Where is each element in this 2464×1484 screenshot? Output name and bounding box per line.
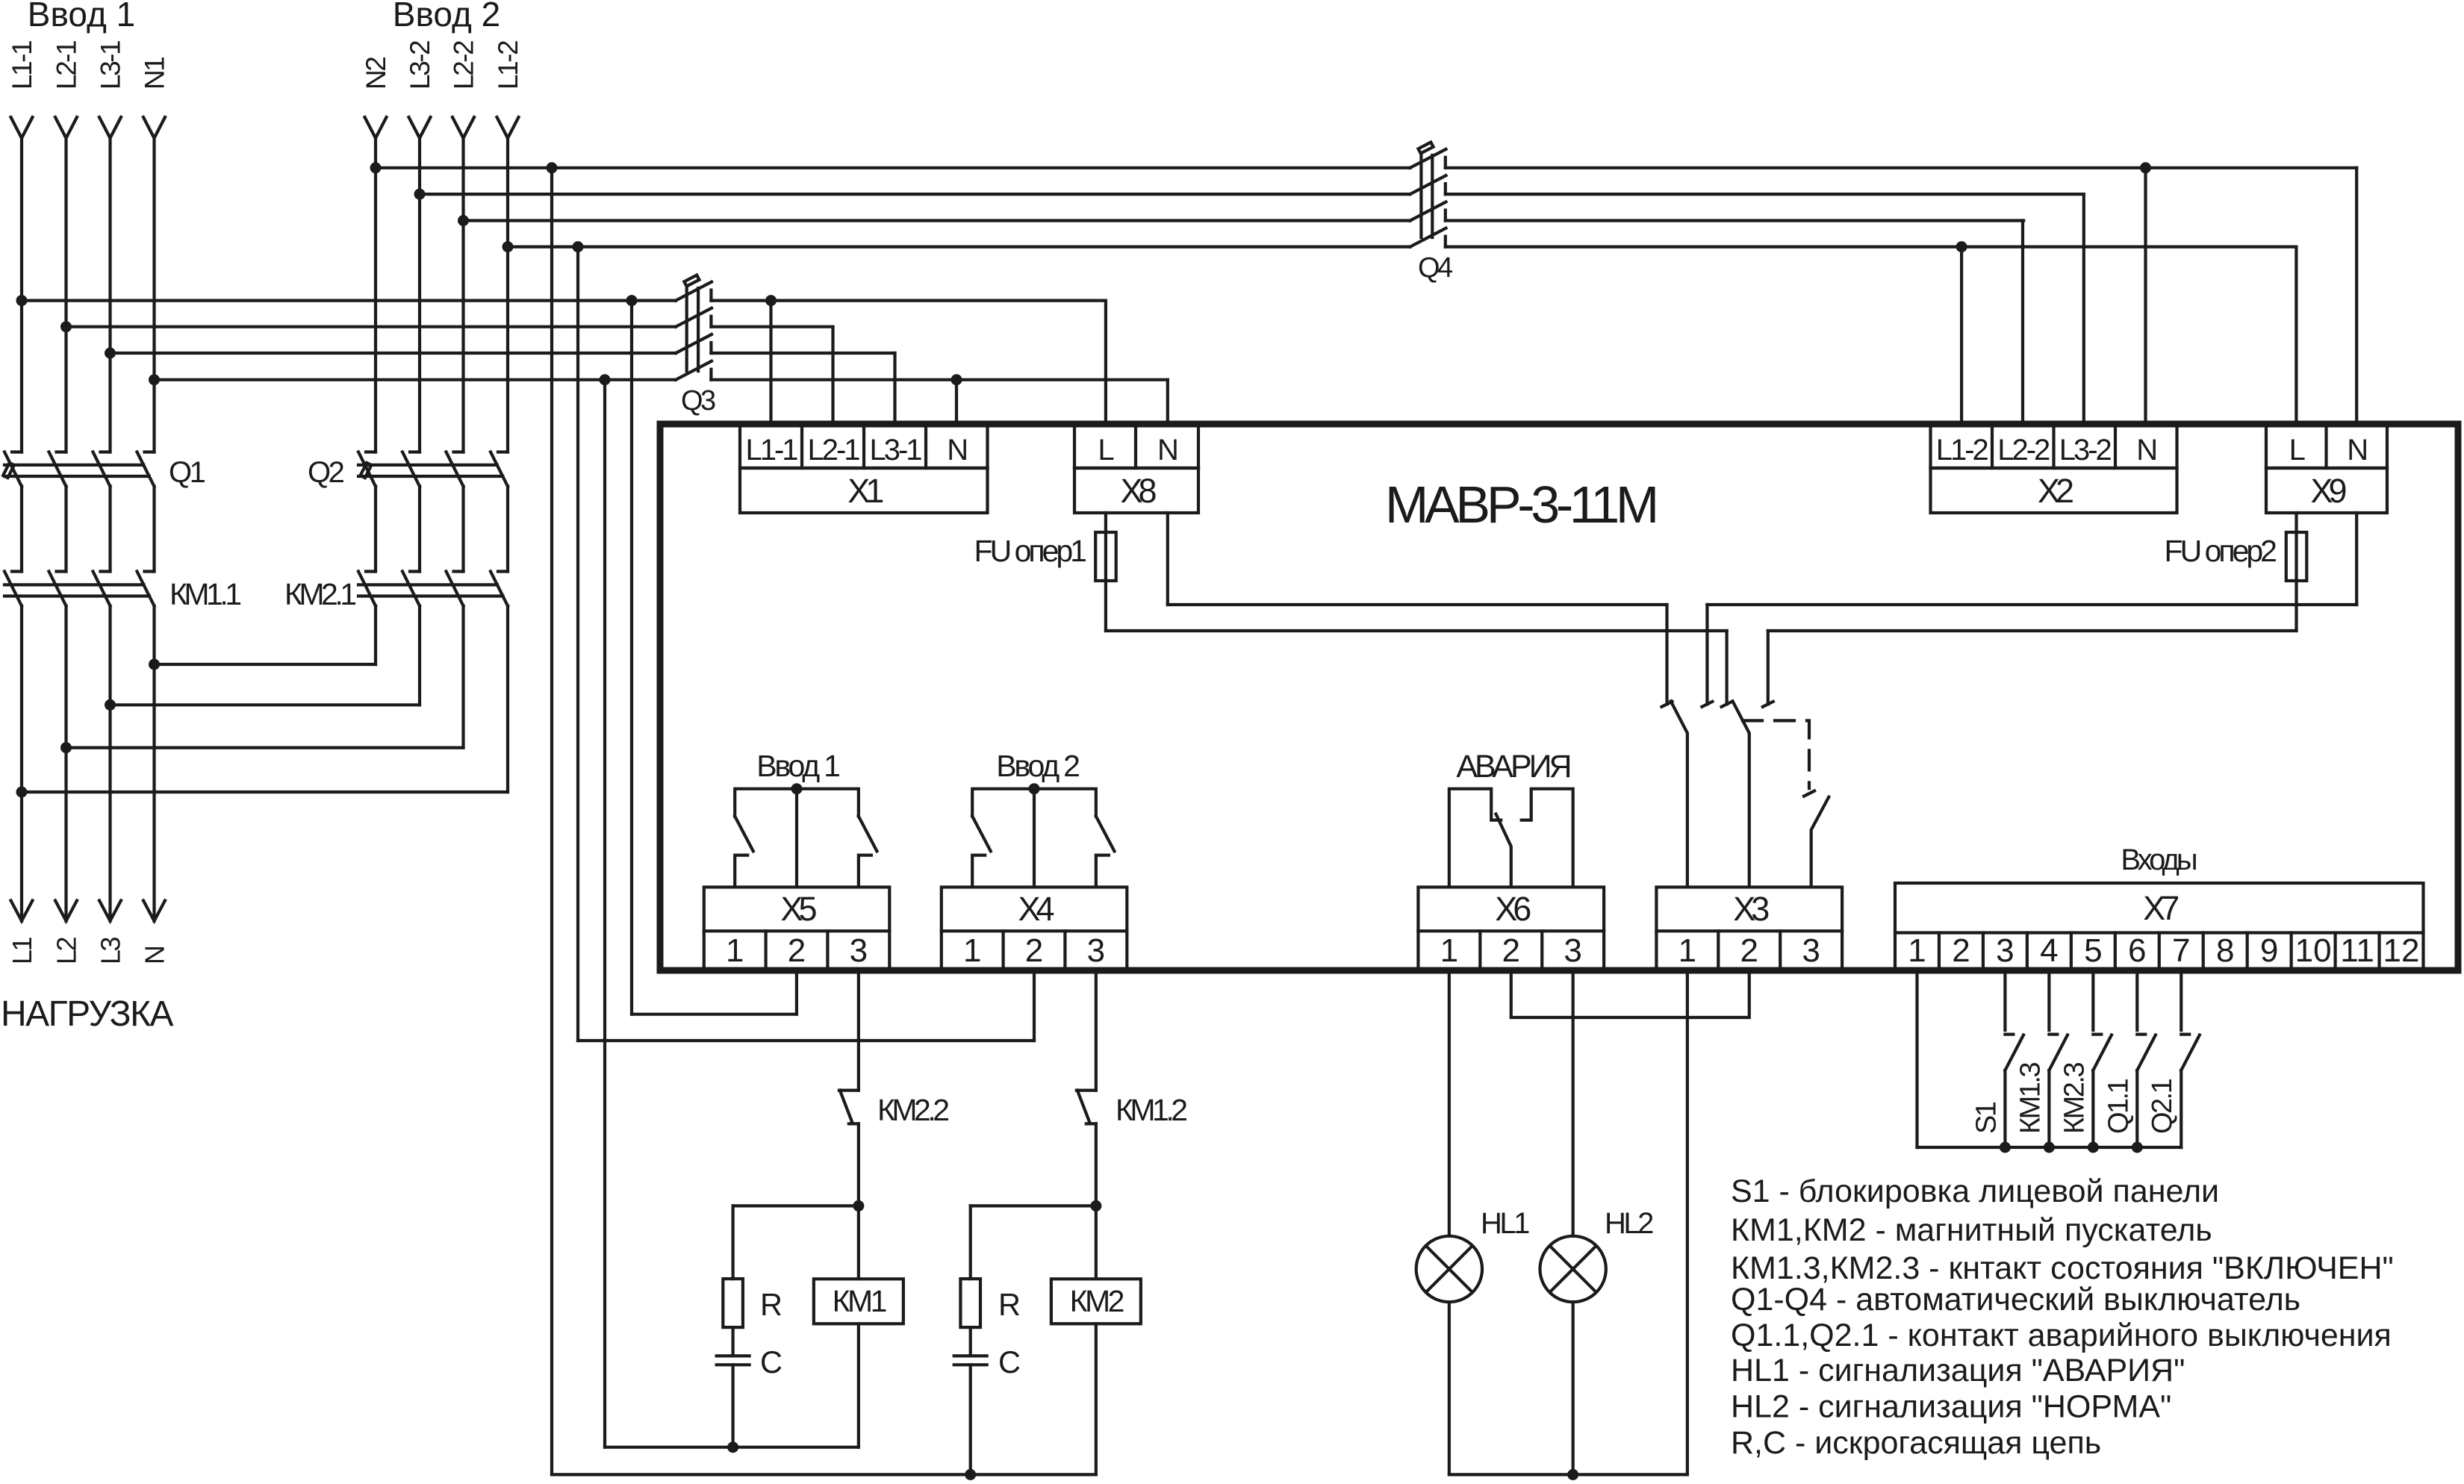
svg-text:КМ1,КМ2 - магнитный пускатель: КМ1,КМ2 - магнитный пускатель — [1731, 1212, 2212, 1248]
svg-text:L3: L3 — [96, 937, 126, 964]
svg-text:X6: X6 — [1495, 890, 1531, 928]
svg-text:1: 1 — [1679, 932, 1696, 969]
svg-text:1: 1 — [726, 932, 744, 969]
svg-text:КМ1.1: КМ1.1 — [169, 577, 240, 611]
svg-text:2: 2 — [1502, 932, 1520, 969]
svg-text:1: 1 — [963, 932, 981, 969]
svg-text:L1: L1 — [7, 937, 37, 964]
svg-text:КМ2: КМ2 — [1070, 1284, 1124, 1318]
svg-text:X4: X4 — [1018, 890, 1054, 928]
svg-text:11: 11 — [2340, 932, 2374, 969]
svg-text:2: 2 — [1025, 932, 1043, 969]
svg-text:Ввод 1: Ввод 1 — [28, 0, 135, 34]
svg-text:Q2: Q2 — [308, 456, 344, 489]
svg-text:L3-1: L3-1 — [869, 434, 921, 467]
svg-text:X8: X8 — [1120, 472, 1156, 510]
svg-text:FU опер2: FU опер2 — [2165, 534, 2277, 568]
svg-text:L3-2: L3-2 — [405, 41, 435, 90]
svg-text:Q3: Q3 — [681, 385, 715, 417]
svg-text:Входы: Входы — [2121, 844, 2195, 876]
svg-text:N: N — [947, 434, 966, 467]
svg-text:S1: S1 — [1970, 1102, 2002, 1134]
svg-text:7: 7 — [2172, 932, 2190, 969]
svg-text:R: R — [998, 1287, 1021, 1322]
svg-text:АВАРИЯ: АВАРИЯ — [1456, 749, 1569, 785]
svg-text:КМ1: КМ1 — [833, 1284, 886, 1318]
svg-text:5: 5 — [2084, 932, 2102, 969]
svg-text:3: 3 — [850, 932, 868, 969]
svg-text:L1-2: L1-2 — [493, 41, 523, 90]
svg-text:N: N — [140, 947, 170, 964]
svg-text:HL2 - сигнализация "НОРМА": HL2 - сигнализация "НОРМА" — [1731, 1389, 2171, 1425]
svg-text:Q1.1: Q1.1 — [2103, 1079, 2134, 1134]
svg-text:X1: X1 — [847, 472, 883, 510]
svg-text:Ввод 1: Ввод 1 — [756, 749, 839, 783]
svg-text:12: 12 — [2383, 932, 2420, 969]
svg-text:Q1-Q4 - автоматический выключа: Q1-Q4 - автоматический выключатель — [1731, 1282, 2300, 1318]
svg-text:N: N — [2136, 434, 2156, 467]
svg-text:N: N — [1157, 434, 1177, 467]
svg-text:X2: X2 — [2038, 472, 2073, 510]
svg-text:Q1.1,Q2.1 - контакт аварийного: Q1.1,Q2.1 - контакт аварийного выключени… — [1731, 1318, 2392, 1353]
svg-text:6: 6 — [2128, 932, 2146, 969]
svg-text:C: C — [760, 1344, 783, 1379]
svg-text:L: L — [2289, 434, 2305, 467]
svg-text:КМ1.3,КМ2.3 - кнтакт состояния: КМ1.3,КМ2.3 - кнтакт состояния "ВКЛЮЧЕН" — [1731, 1250, 2394, 1286]
svg-text:L2-1: L2-1 — [807, 434, 859, 467]
svg-text:R: R — [760, 1287, 783, 1322]
svg-text:Ввод 2: Ввод 2 — [996, 749, 1079, 783]
svg-text:8: 8 — [2216, 932, 2234, 969]
svg-text:N: N — [2347, 434, 2366, 467]
svg-text:10: 10 — [2295, 932, 2332, 969]
svg-text:НАГРУЗКА: НАГРУЗКА — [1, 994, 174, 1034]
svg-text:X3: X3 — [1733, 890, 1769, 928]
svg-text:2: 2 — [1740, 932, 1758, 969]
svg-text:L2-2: L2-2 — [449, 41, 479, 90]
svg-text:Ввод 2: Ввод 2 — [393, 0, 500, 34]
svg-text:КМ2.1: КМ2.1 — [284, 577, 355, 611]
svg-text:S1 - блокировка лицевой панели: S1 - блокировка лицевой панели — [1731, 1173, 2219, 1209]
svg-text:КМ2.2: КМ2.2 — [877, 1093, 948, 1127]
svg-text:2: 2 — [1952, 932, 1970, 969]
svg-text:Q1: Q1 — [169, 456, 205, 489]
svg-text:C: C — [998, 1344, 1021, 1379]
svg-text:1: 1 — [1908, 932, 1926, 969]
svg-text:L1-1: L1-1 — [7, 41, 37, 90]
svg-text:HL1 - сигнализация "АВАРИЯ": HL1 - сигнализация "АВАРИЯ" — [1731, 1353, 2185, 1388]
svg-text:3: 3 — [1802, 932, 1820, 969]
svg-text:HL1: HL1 — [1481, 1207, 1529, 1240]
svg-text:X9: X9 — [2310, 472, 2345, 510]
svg-text:3: 3 — [1564, 932, 1581, 969]
svg-text:L3-1: L3-1 — [96, 41, 126, 90]
svg-text:X5: X5 — [781, 890, 817, 928]
svg-text:L2-1: L2-1 — [52, 41, 82, 90]
svg-text:МАВР-3-11М: МАВР-3-11М — [1385, 476, 1655, 534]
svg-text:L3-2: L3-2 — [2059, 434, 2112, 467]
svg-text:1: 1 — [1440, 932, 1458, 969]
svg-text:КМ1.2: КМ1.2 — [1116, 1093, 1186, 1127]
svg-text:3: 3 — [1087, 932, 1105, 969]
svg-text:N1: N1 — [140, 57, 170, 90]
svg-text:Q4: Q4 — [1418, 252, 1453, 284]
svg-text:N2: N2 — [361, 57, 391, 90]
svg-text:L: L — [1098, 434, 1113, 467]
svg-text:FU опер1: FU опер1 — [974, 534, 1086, 568]
svg-text:R,C - искрогасящая цепь: R,C - искрогасящая цепь — [1731, 1425, 2101, 1461]
svg-text:4: 4 — [2040, 932, 2058, 969]
svg-text:L1-1: L1-1 — [745, 434, 797, 467]
svg-text:L2-2: L2-2 — [1997, 434, 2050, 467]
svg-text:L2: L2 — [52, 937, 82, 964]
svg-text:9: 9 — [2260, 932, 2278, 969]
svg-text:HL2: HL2 — [1605, 1207, 1653, 1240]
svg-text:3: 3 — [1996, 932, 2014, 969]
svg-text:X7: X7 — [2143, 889, 2178, 927]
svg-text:КМ1.3: КМ1.3 — [2015, 1063, 2046, 1134]
svg-text:L1-2: L1-2 — [1936, 434, 1988, 467]
svg-text:КМ2.3: КМ2.3 — [2059, 1063, 2090, 1134]
svg-text:2: 2 — [788, 932, 806, 969]
svg-text:Q2.1: Q2.1 — [2147, 1079, 2178, 1134]
